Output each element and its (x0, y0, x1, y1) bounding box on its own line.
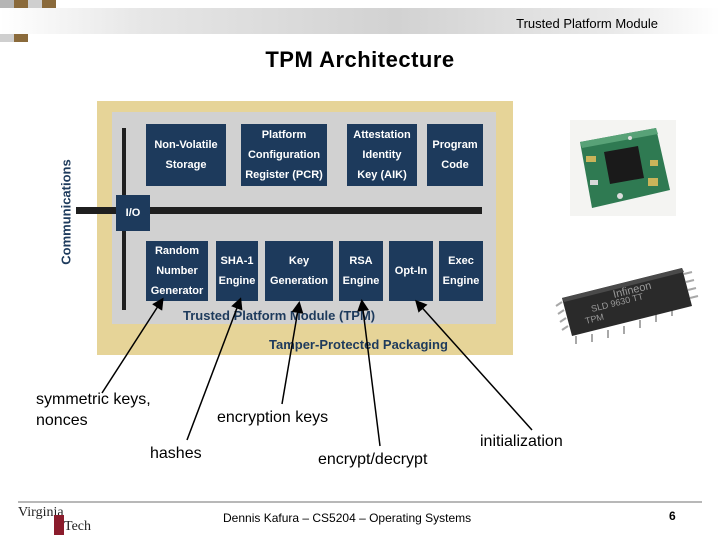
footer-credit: Dennis Kafura – CS5204 – Operating Syste… (223, 511, 472, 525)
block-line: Register (PCR) (245, 169, 323, 181)
block-line: Non-Volatile (154, 139, 218, 151)
packaging-label: Tamper-Protected Packaging (269, 337, 448, 352)
block-line: Identity (362, 149, 402, 161)
arrow-initialization (414, 299, 533, 431)
annotation-line: nonces (36, 412, 88, 429)
block-line: Engine (342, 275, 380, 287)
arrow-symmetric (101, 297, 164, 394)
bus-horizontal (76, 207, 482, 214)
header-title: Trusted Platform Module (516, 16, 658, 31)
block-line: Key (288, 255, 310, 267)
block-line: RSA (349, 255, 373, 267)
block-line: Attestation (353, 129, 411, 141)
block-line: SHA-1 (220, 255, 254, 267)
footer-divider (18, 501, 702, 503)
annotation-initialization: initialization (480, 433, 563, 450)
io-block: I/O (116, 195, 150, 231)
block-line: Program (432, 139, 478, 151)
rsa-engine-block: RSA Engine (339, 241, 383, 301)
tpm-label: Trusted Platform Module (TPM) (183, 308, 376, 323)
arrow-hashes (186, 297, 243, 441)
virginia-tech-logo: Virginia Tech (18, 505, 94, 537)
tpm-board-photo (570, 120, 676, 216)
annotation-encryption-keys: encryption keys (217, 409, 329, 426)
slide-title: TPM Architecture (265, 47, 455, 72)
page-number: 6 (669, 509, 676, 523)
annotation-hashes: hashes (150, 445, 202, 462)
arrow-encrypt-decrypt (357, 299, 381, 447)
block-line: Random (154, 245, 199, 257)
arrow-encryption-keys (281, 301, 304, 405)
block-line: Generation (269, 275, 329, 287)
annotation-line: symmetric keys, (36, 391, 151, 408)
block-line: Configuration (247, 149, 321, 161)
header-bar (0, 8, 720, 34)
block-line: Opt-In (394, 265, 428, 277)
block-line: Engine (218, 275, 256, 287)
block-line: Number (156, 265, 198, 277)
block-line: Code (441, 159, 469, 171)
opt-in-block: Opt-In (389, 241, 433, 301)
annotation-encrypt-decrypt: encrypt/decrypt (318, 451, 428, 468)
block-line: Generator (150, 285, 204, 297)
block-line: Platform (261, 129, 307, 141)
logo-mark (54, 515, 64, 535)
chip-tpm-label: TPM (584, 312, 605, 326)
block-line: Exec (448, 255, 474, 267)
block-line: Storage (165, 159, 207, 171)
logo-text-bottom: Tech (64, 519, 92, 534)
block-line: Engine (442, 275, 480, 287)
tpm-chip-photo: Infineon SLD 9630 TT TPM (552, 262, 700, 354)
logo-text-top: Virginia (18, 505, 64, 520)
annotation-symmetric-keys: symmetric keys, nonces (36, 389, 151, 431)
block-line: Key (AIK) (357, 169, 407, 181)
